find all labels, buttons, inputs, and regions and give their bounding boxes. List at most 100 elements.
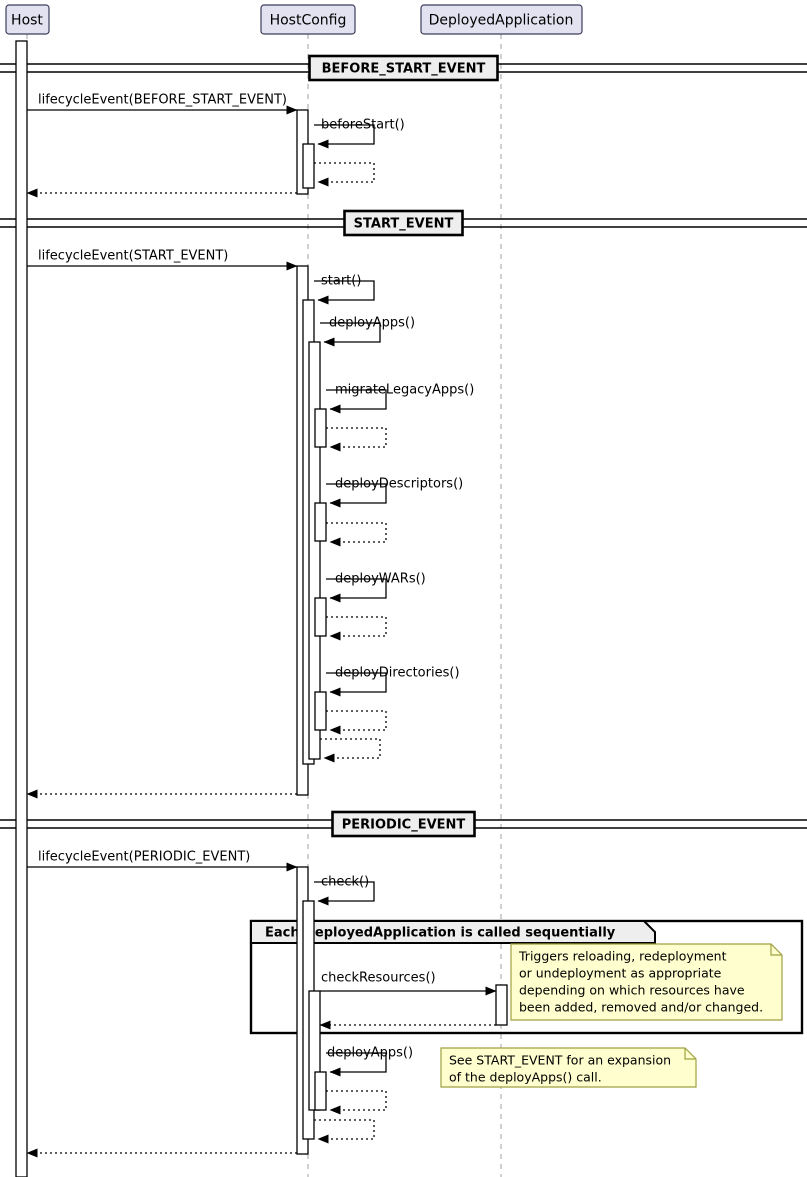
message-m12: deployWARs() [326,572,426,603]
message-label: deployApps() [327,1046,413,1061]
activation-bar-act-host-1 [15,40,28,1177]
message-m18: lifecycleEvent(PERIODIC_EVENT) [27,850,298,872]
message-m6: start() [314,274,375,305]
self-message-path [326,616,387,641]
message-m24 [314,1119,375,1144]
note-note-checkresources: Triggers reloading, redeployment or undep… [510,943,783,1021]
message-label: lifecycleEvent(START_EVENT) [38,249,228,264]
self-message-path [320,738,381,763]
note-fold-icon [684,1048,696,1060]
message-m19: check() [314,875,375,906]
self-message-path [326,522,387,547]
self-message-path [326,389,387,414]
message-m7: deployApps() [320,316,415,347]
message-m8: migrateLegacyApps() [326,383,474,414]
dividers-layer: BEFORE_START_EVENT START_EVENT PERIODIC_EV… [0,54,807,838]
note-line: of the deployApps() call. [449,1070,602,1085]
message-label: start() [321,274,361,289]
message-label: check() [321,875,369,890]
activation-bar-act-hc-per-4 [314,1071,327,1111]
activation-bar-act-hc-start-6 [314,597,327,637]
divider-label: BEFORE_START_EVENT [322,62,486,77]
message-label: lifecycleEvent(PERIODIC_EVENT) [38,850,250,865]
divider-box [343,209,464,237]
message-m15 [326,710,387,735]
participant-box[interactable] [420,4,583,35]
message-m14: deployDirectories() [326,666,460,697]
activation-bar-act-hc-before-2 [302,143,315,189]
message-label: deployApps() [329,316,415,331]
divider-box [308,54,499,82]
self-message-path [326,710,387,735]
self-message-path [326,483,387,508]
message-m9 [326,427,387,452]
self-message-path [326,1090,387,1115]
message-label: deployDirectories() [335,666,460,681]
divider-label: START_EVENT [354,217,454,232]
participant-box[interactable] [260,4,356,35]
frame-loop-each-deployedapp: Each DeployedApplication is called seque… [249,919,804,1035]
message-m5: lifecycleEvent(START_EVENT) [27,249,298,271]
self-message-path [326,427,387,452]
activations-layer [15,40,508,1177]
frames-layer: Each DeployedApplication is called seque… [249,919,804,1035]
self-message-path [326,1052,387,1077]
note-line: or undeployment as appropriate [519,966,722,981]
message-label: beforeStart() [321,118,405,133]
frame-header-label: Each DeployedApplication is called seque… [265,926,616,941]
message-m2: beforeStart() [314,118,405,149]
message-m23 [326,1090,387,1115]
divider-label: PERIODIC_EVENT [342,818,466,833]
participants-layer: Host HostConfig DeployedApplication [5,4,583,35]
self-message-path [314,280,375,305]
note-line: depending on which resources have [519,983,745,998]
notes-layer: Triggers reloading, redeployment or undep… [440,943,783,1088]
lifelines-layer [26,34,502,1177]
message-label: migrateLegacyApps() [335,383,474,398]
self-message-path [320,322,381,347]
self-message-path [314,124,375,149]
participant-label: Host [11,13,43,29]
participant-label: DeployedApplication [429,13,574,29]
message-label: deployDescriptors() [335,477,463,492]
note-note-deployapps: See START_EVENT for an expansion of the d… [440,1047,697,1088]
divider-before-start: BEFORE_START_EVENT [0,54,807,82]
message-m3 [314,162,375,187]
note-body [440,1047,697,1088]
message-m10: deployDescriptors() [326,477,463,508]
participant-hostconfig[interactable]: HostConfig [260,4,356,35]
message-label: checkResources() [321,971,436,986]
divider-periodic: PERIODIC_EVENT [0,810,807,838]
activation-bar-act-hc-start-3 [308,341,321,760]
note-fold-icon [770,944,782,956]
messages-layer: lifecycleEvent(BEFORE_START_EVENT)before… [26,93,497,1158]
participant-label: HostConfig [270,13,347,29]
message-m1: lifecycleEvent(BEFORE_START_EVENT) [27,93,298,115]
note-line: See START_EVENT for an expansion [449,1053,671,1068]
message-m20: checkResources() [320,971,497,996]
message-label: lifecycleEvent(BEFORE_START_EVENT) [38,93,287,108]
message-m22: deployApps() [326,1046,413,1077]
participant-box[interactable] [5,4,50,35]
message-m16 [320,738,381,763]
activation-bar-act-hc-start-4 [314,408,327,448]
divider-box [331,810,476,838]
self-message-path [314,881,375,906]
activation-bar-act-da-1 [495,984,508,1026]
frame-header-shape [250,920,656,944]
activation-bar-act-hc-start-5 [314,502,327,542]
self-message-path [326,578,387,603]
note-body [510,943,783,1021]
message-label: deployWARs() [335,572,426,587]
self-message-path [326,672,387,697]
note-line: Triggers reloading, redeployment [518,949,727,964]
self-message-path [314,162,375,187]
message-m11 [326,522,387,547]
divider-start: START_EVENT [0,209,807,237]
note-line: been added, removed and/or changed. [519,1000,763,1015]
participant-host[interactable]: Host [5,4,50,35]
participant-deployedapp[interactable]: DeployedApplication [420,4,583,35]
message-m13 [326,616,387,641]
self-message-path [314,1119,375,1144]
